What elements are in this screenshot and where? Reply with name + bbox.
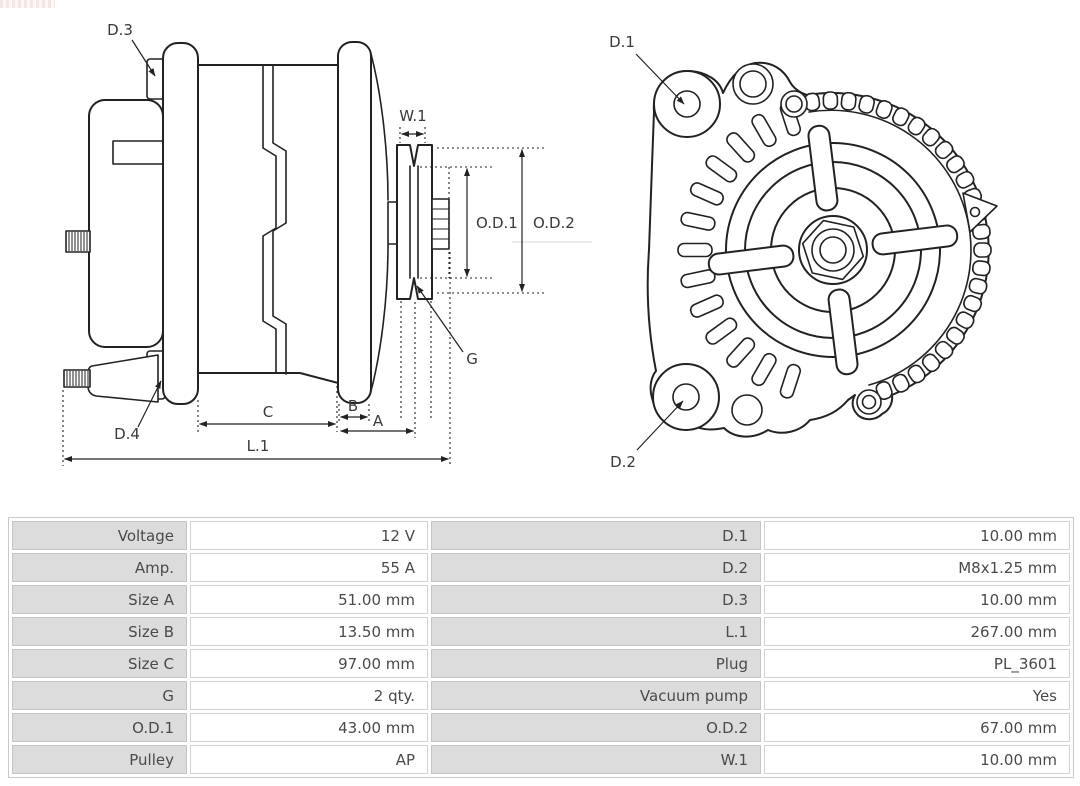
spec-value: 10.00 mm: [764, 521, 1070, 550]
shaft-collar: [387, 201, 398, 245]
table-row: Size C 97.00 mm Plug PL_3601: [12, 649, 1070, 678]
spec-value: 97.00 mm: [190, 649, 428, 678]
bottom-stud: [63, 369, 91, 388]
spec-label: L.1: [431, 617, 761, 646]
spec-label: G: [12, 681, 187, 710]
spec-label: D.2: [431, 553, 761, 582]
spec-value: 43.00 mm: [190, 713, 428, 742]
spec-label: Voltage: [12, 521, 187, 550]
shaft-end: [819, 236, 847, 264]
spec-value: 13.50 mm: [190, 617, 428, 646]
rear-housing: [88, 99, 164, 348]
bottom-left-ear: [652, 363, 720, 431]
spec-value: 2 qty.: [190, 681, 428, 710]
table-row: Size B 13.50 mm L.1 267.00 mm: [12, 617, 1070, 646]
spec-value: Yes: [764, 681, 1070, 710]
table-row: O.D.1 43.00 mm O.D.2 67.00 mm: [12, 713, 1070, 742]
spec-value: 55 A: [190, 553, 428, 582]
shaft-nut-lines: [432, 208, 449, 240]
spec-label: Size A: [12, 585, 187, 614]
spec-table: Voltage 12 V D.1 10.00 mm Amp. 55 A D.2 …: [8, 517, 1074, 778]
label-g: G: [466, 350, 478, 368]
extension-lines: [62, 127, 546, 466]
case-split-line-2: [272, 64, 287, 375]
spec-label: D.3: [431, 585, 761, 614]
terminal-slot: [112, 140, 164, 165]
label-a: A: [373, 412, 384, 430]
front-bracket: [337, 41, 372, 404]
spec-label: Size B: [12, 617, 187, 646]
table-row: Voltage 12 V D.1 10.00 mm: [12, 521, 1070, 550]
spec-value: AP: [190, 745, 428, 774]
label-w1: W.1: [399, 107, 426, 125]
label-od1: O.D.1: [476, 214, 518, 232]
top-boss: [732, 63, 774, 105]
bottom-lug: [87, 354, 159, 403]
spec-label: D.1: [431, 521, 761, 550]
drive-end-taper-top: [370, 53, 389, 201]
pulley: [396, 144, 433, 300]
table-row: Pulley AP W.1 10.00 mm: [12, 745, 1070, 774]
table-row: Amp. 55 A D.2 M8x1.25 mm: [12, 553, 1070, 582]
pulley-groove: [409, 165, 419, 279]
small-hole: [785, 95, 803, 113]
spec-label: O.D.2: [431, 713, 761, 742]
side-view-drawing: D.3 D.4 W.1 O.D.1 O.D.2 G C B A L.1: [62, 21, 592, 466]
mounting-hole-d2: [672, 383, 700, 411]
top-left-ear: [653, 70, 721, 138]
spec-value: PL_3601: [764, 649, 1070, 678]
case-split-line-1: [262, 64, 277, 374]
label-c: C: [263, 403, 273, 421]
spec-value: 12 V: [190, 521, 428, 550]
spec-label: Size C: [12, 649, 187, 678]
spec-value: 10.00 mm: [764, 585, 1070, 614]
spec-label: Vacuum pump: [431, 681, 761, 710]
spec-label: Plug: [431, 649, 761, 678]
label-d4: D.4: [114, 425, 140, 443]
top-hole: [739, 70, 767, 98]
bottom-hole: [731, 394, 763, 426]
shaft-nut-stack: [431, 198, 450, 250]
label-d3: D.3: [107, 21, 133, 39]
spec-value: 10.00 mm: [764, 745, 1070, 774]
foot-hole: [861, 394, 877, 410]
leader-d1: [635, 53, 685, 105]
alternator-technical-drawing: D.3 D.4 W.1 O.D.1 O.D.2 G C B A L.1: [62, 21, 998, 471]
rear-bracket-plate: [162, 42, 199, 405]
spec-label: O.D.1: [12, 713, 187, 742]
small-boss: [780, 90, 808, 118]
mounting-hole-d1: [673, 90, 701, 118]
bottom-stud-threads: [66, 371, 89, 386]
leader-d4: [137, 380, 162, 428]
label-od2: O.D.2: [533, 214, 575, 232]
spec-label: Pulley: [12, 745, 187, 774]
drive-end-taper-bottom: [370, 244, 389, 392]
leader-d2: [636, 400, 684, 451]
label-d2: D.2: [610, 453, 636, 471]
spec-value: M8x1.25 mm: [764, 553, 1070, 582]
label-l1: L.1: [247, 437, 270, 455]
table-row: Size A 51.00 mm D.3 10.00 mm: [12, 585, 1070, 614]
leader-d3: [131, 39, 156, 77]
spec-label: W.1: [431, 745, 761, 774]
top-stud-threads: [68, 232, 88, 251]
side-tab-hole: [969, 206, 981, 218]
spec-value: 51.00 mm: [190, 585, 428, 614]
foot-boss: [856, 389, 882, 415]
label-d1: D.1: [609, 33, 635, 51]
spec-value: 67.00 mm: [764, 713, 1070, 742]
label-b: B: [348, 397, 358, 415]
spec-value: 267.00 mm: [764, 617, 1070, 646]
watermark-remnant: [0, 0, 55, 8]
stator-body: [197, 64, 343, 385]
table-row: G 2 qty. Vacuum pump Yes: [12, 681, 1070, 710]
leader-g: [416, 285, 464, 353]
spec-label: Amp.: [12, 553, 187, 582]
front-view-drawing: D.1 D.2: [609, 33, 998, 471]
